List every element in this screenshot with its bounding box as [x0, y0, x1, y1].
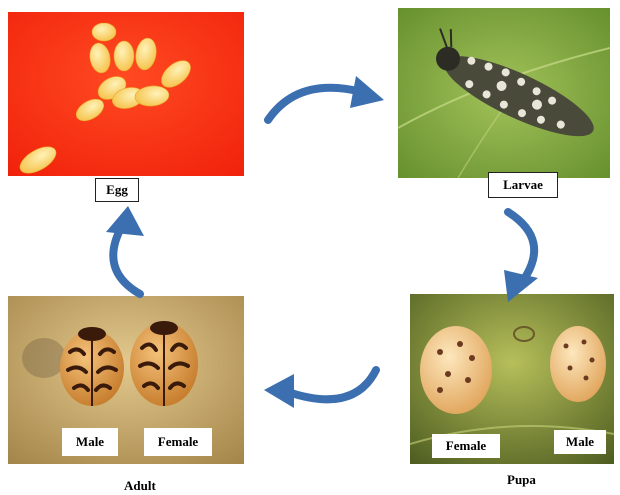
arrowhead-icon — [106, 206, 144, 236]
adult-photo: Male Female — [8, 296, 244, 464]
adult-label: Adult — [124, 478, 156, 494]
egg-photo — [8, 12, 244, 176]
arrow-adult-to-egg — [96, 204, 152, 300]
arrow-larvae-to-pupa — [494, 206, 554, 306]
arrowhead-icon — [504, 270, 538, 302]
adult-male-label: Male — [62, 428, 118, 456]
larvae-label: Larvae — [488, 172, 558, 198]
arrowhead-icon — [350, 76, 384, 108]
arrow-pupa-to-adult — [258, 360, 388, 420]
egg-label: Egg — [95, 178, 139, 202]
pupa-photo: Female Male — [410, 294, 614, 464]
arrowhead-icon — [264, 374, 294, 408]
larvae-photo — [398, 8, 610, 178]
adult-female-label: Female — [144, 428, 212, 456]
pupa-label: Pupa — [507, 472, 536, 488]
pupa-female-label: Female — [432, 434, 500, 458]
pupa-male-label: Male — [554, 430, 606, 454]
arrow-egg-to-larvae — [258, 72, 388, 134]
